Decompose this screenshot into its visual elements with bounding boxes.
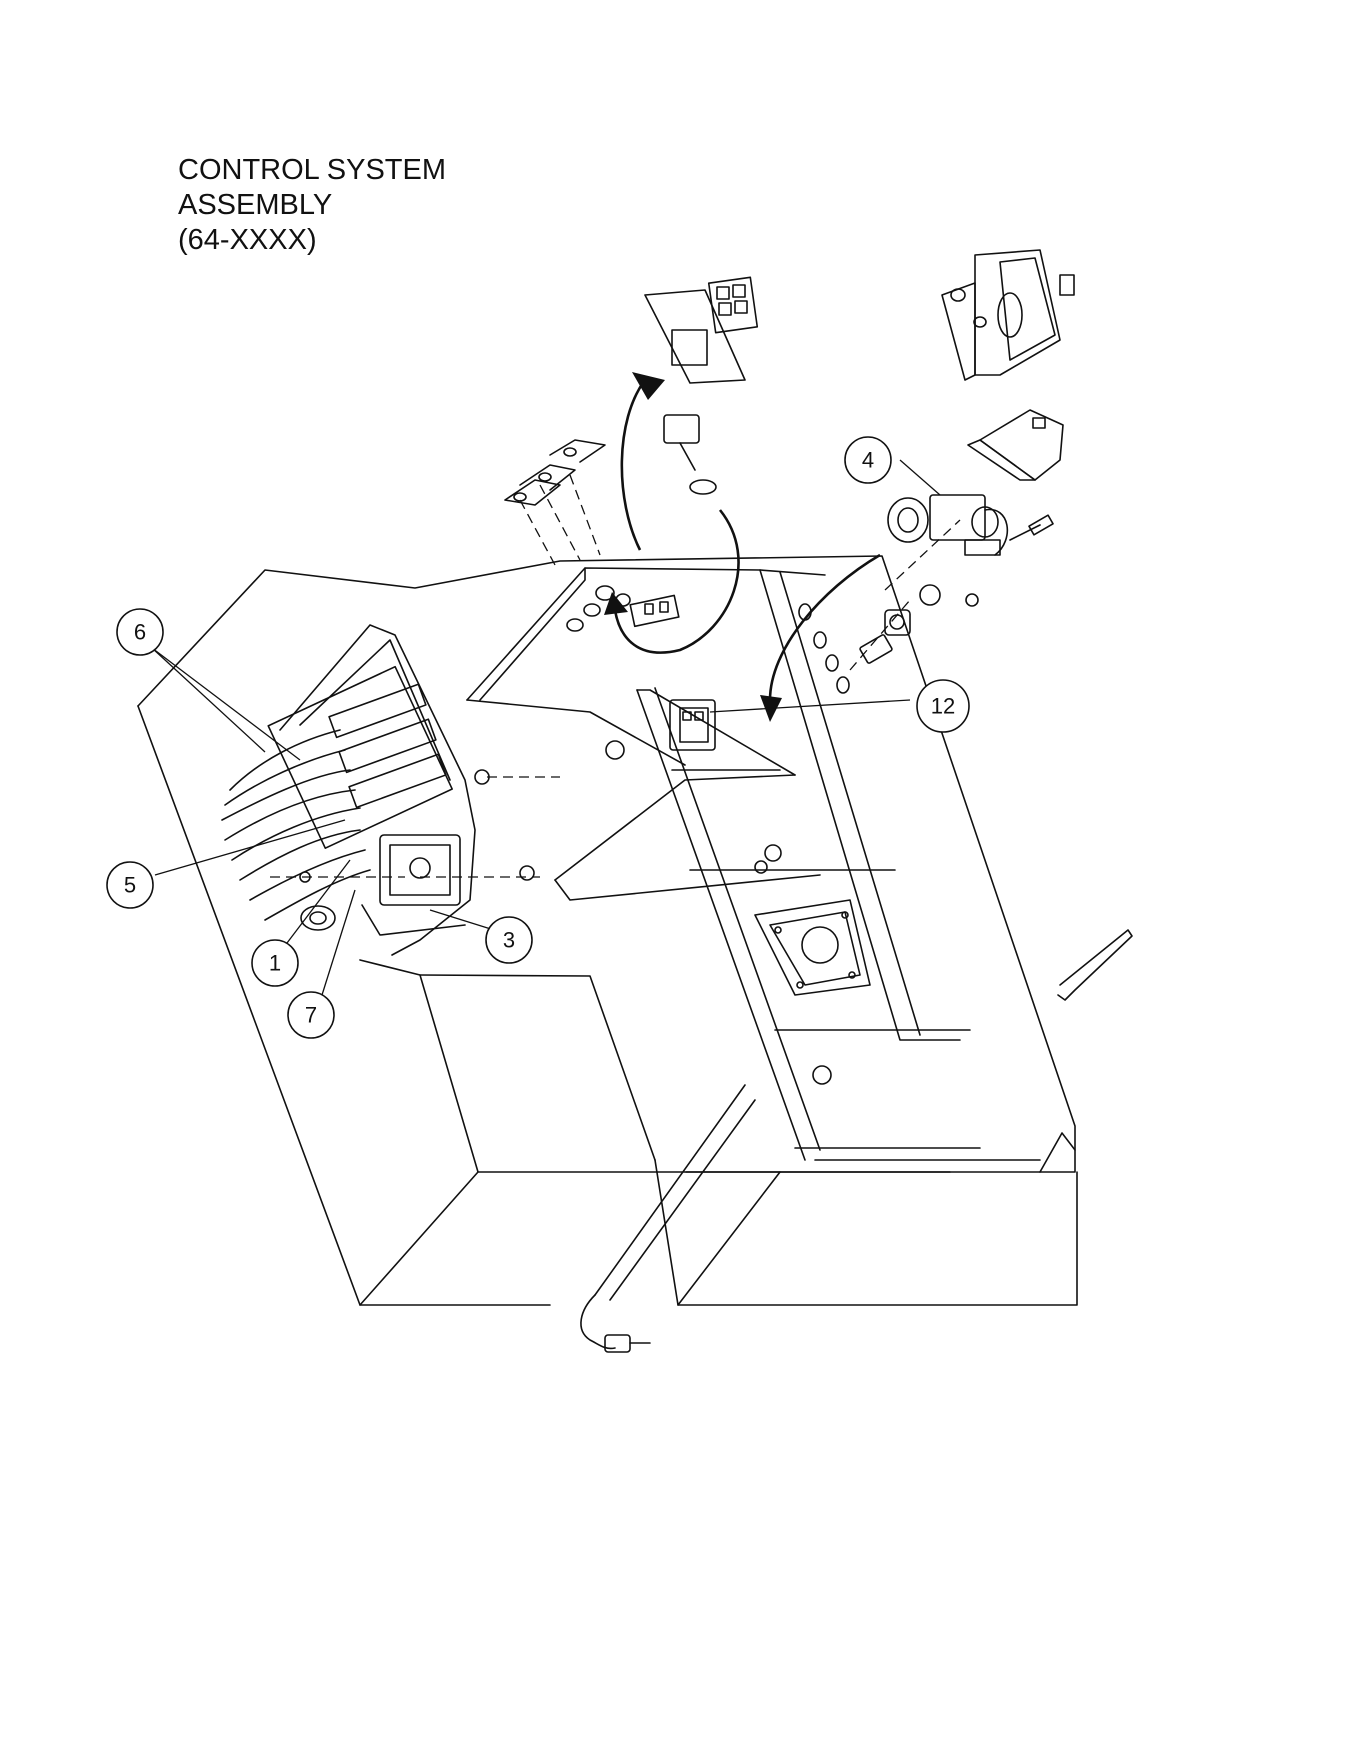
callout-6-label: 6 xyxy=(134,620,146,645)
mounting-brackets xyxy=(505,440,605,505)
switch-bracket xyxy=(670,700,715,750)
callout-3-label: 3 xyxy=(503,928,515,953)
callout-1-label: 1 xyxy=(269,951,281,976)
hand-tool xyxy=(1058,930,1132,1000)
callout-12: 12 xyxy=(917,680,969,732)
callout-5-label: 5 xyxy=(124,873,136,898)
arrow-head-2 xyxy=(604,592,628,615)
bracket-box xyxy=(968,410,1063,480)
wire-bundle xyxy=(222,730,370,920)
callout-6: 6 xyxy=(117,609,163,655)
callout-3: 3 xyxy=(486,917,532,963)
callout-12-label: 12 xyxy=(931,694,955,719)
callout-7: 7 xyxy=(288,992,334,1038)
callout-4: 4 xyxy=(845,437,891,483)
callout-1: 1 xyxy=(252,940,298,986)
valve-component xyxy=(888,495,1053,555)
hinge-strip xyxy=(581,1085,755,1352)
center-frame xyxy=(467,568,1040,1160)
panel-switch-plate xyxy=(630,595,679,626)
cabinet-outline xyxy=(138,556,1077,1305)
relay-component xyxy=(362,835,465,935)
junction-box xyxy=(942,250,1074,380)
callout-7-label: 7 xyxy=(305,1003,317,1028)
curved-arrows xyxy=(604,372,880,722)
push-button xyxy=(859,610,910,664)
callout-leaders xyxy=(152,460,940,995)
callout-4-label: 4 xyxy=(862,448,874,473)
mounting-plate xyxy=(755,900,870,995)
toggle-switch xyxy=(664,415,716,494)
control-board xyxy=(645,277,757,383)
callout-5: 5 xyxy=(107,862,153,908)
